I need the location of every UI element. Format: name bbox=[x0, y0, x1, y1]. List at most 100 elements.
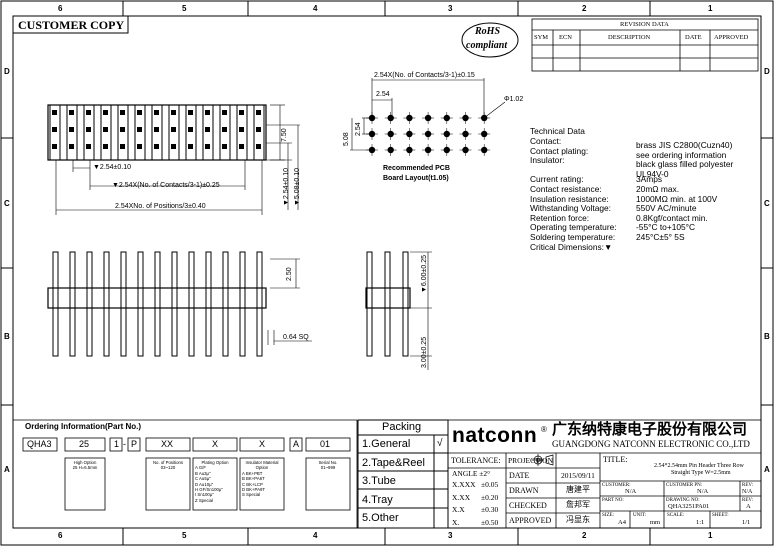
pin-square bbox=[86, 110, 91, 115]
order-note-line: Plating Option bbox=[201, 460, 229, 465]
pcb-holes bbox=[366, 112, 491, 156]
zone-bottom-4: 4 bbox=[313, 531, 318, 540]
dim-side-508: ▼5.08±0.10 bbox=[294, 167, 301, 206]
rev-col-date: DATE bbox=[685, 34, 702, 41]
dim-side-254: ▼2.54±0.10 bbox=[283, 167, 290, 206]
dim-row-a: 2.54 bbox=[355, 122, 362, 136]
pin-square bbox=[137, 110, 142, 115]
pcb-hole bbox=[403, 128, 416, 140]
tech-value: -55°C to+105°C bbox=[636, 222, 696, 233]
order-note-line: A G/F bbox=[195, 465, 206, 471]
zone-top-4: 4 bbox=[313, 4, 318, 13]
pcb-hole bbox=[422, 128, 435, 140]
order-note-line: C BK+LCP bbox=[242, 481, 263, 487]
customer-pn-label: CUSTOMER PN: bbox=[666, 483, 703, 488]
rev-col-ecn: ECN bbox=[559, 34, 572, 41]
pin-square bbox=[154, 110, 159, 115]
pin-square bbox=[69, 110, 74, 115]
pcb-caption-2: Board Layout(t1.05) bbox=[383, 175, 449, 182]
dim-front-contacts: ▼2.54X(No. of Contacts/3-1)±0.25 bbox=[112, 182, 220, 189]
pin-square bbox=[103, 110, 108, 115]
company-brand: natconn bbox=[452, 424, 538, 447]
tech-label: Retention force: bbox=[530, 212, 590, 223]
order-code-plating: X bbox=[212, 439, 219, 449]
pcb-hole bbox=[459, 112, 472, 124]
header-top-view bbox=[47, 104, 267, 161]
title-line-1: 2.54*2.54mm Pin Header Three Row bbox=[654, 463, 744, 469]
zone-bottom-5: 5 bbox=[182, 531, 187, 540]
pin bbox=[137, 251, 144, 357]
pin-square bbox=[120, 110, 125, 115]
tech-label: Operating temperature: bbox=[530, 222, 617, 233]
tech-value: 3Amps bbox=[636, 174, 663, 185]
drawn-value: 唐建平 bbox=[566, 485, 590, 494]
tolerance-value: ±0.20 bbox=[481, 492, 499, 502]
rev-label-1: REV: bbox=[742, 483, 754, 488]
pin-square bbox=[239, 110, 244, 115]
pin-square bbox=[52, 127, 57, 132]
tech-label: Contact resistance: bbox=[530, 184, 602, 194]
zone-right-c: C bbox=[764, 199, 770, 208]
order-code-series: QHA3 bbox=[27, 439, 52, 449]
order-code-insulator: X bbox=[259, 439, 266, 449]
pin bbox=[52, 251, 59, 357]
order-note-line: 03~120 bbox=[160, 465, 176, 471]
pcb-hole bbox=[422, 144, 435, 156]
tech-value: see ordering information bbox=[636, 149, 727, 160]
order-code-row: 1 bbox=[114, 439, 120, 449]
pcb-hole bbox=[459, 144, 472, 156]
pin-square bbox=[256, 110, 261, 115]
pin-square bbox=[188, 127, 193, 132]
side-view bbox=[365, 251, 411, 357]
zone-top-3: 3 bbox=[448, 4, 453, 13]
rohs-stamp bbox=[461, 22, 519, 58]
pin-square bbox=[256, 144, 261, 149]
tech-label: Critical Dimensions:▼ bbox=[530, 241, 613, 252]
packing-option: 5.Other bbox=[362, 512, 399, 524]
tech-value: UL94V-0 bbox=[636, 168, 669, 179]
order-note-line: Z Special bbox=[195, 497, 213, 503]
pin-square bbox=[86, 127, 91, 132]
tech-title: Technical Data bbox=[530, 126, 585, 136]
ordering-boxes bbox=[22, 437, 351, 511]
pin bbox=[171, 251, 178, 357]
pcb-caption-1: Recommended PCB bbox=[383, 165, 450, 172]
dim-pin-600: ▼6.00±0.25 bbox=[421, 254, 428, 293]
revision-table bbox=[531, 18, 759, 72]
pin-square bbox=[188, 144, 193, 149]
pcb-hole bbox=[422, 112, 435, 124]
order-note-line: Serial No. bbox=[318, 460, 338, 465]
pin-square bbox=[239, 144, 244, 149]
order-sep: - bbox=[123, 439, 126, 449]
zone-top-2: 2 bbox=[582, 4, 587, 13]
rev-col-sym: SYM bbox=[534, 34, 549, 41]
rohs-compliant-label: compliant bbox=[466, 40, 508, 51]
customer-value: N/A bbox=[625, 488, 637, 495]
date-value: 2015/09/11 bbox=[561, 471, 595, 480]
zone-right-a: A bbox=[764, 465, 770, 474]
pin bbox=[120, 251, 127, 357]
approved-label: APPROVED bbox=[509, 516, 552, 525]
tech-label: Contact: bbox=[530, 136, 562, 146]
tolerance-key: X. bbox=[452, 517, 460, 527]
zone-top-6: 6 bbox=[58, 4, 63, 13]
tolerance-value: ±0.30 bbox=[481, 505, 499, 514]
order-note-line: S Special bbox=[242, 492, 261, 498]
pin bbox=[69, 251, 76, 357]
dim-contacts-width: 2.54X(No. of Contacts/3-1)±0.15 bbox=[374, 72, 475, 79]
tech-label: Current rating: bbox=[530, 174, 584, 185]
order-note-line: C Au5μ" bbox=[195, 476, 211, 482]
approved-value: 冯显东 bbox=[566, 515, 590, 524]
zone-top-1: 1 bbox=[708, 4, 713, 13]
pin-square bbox=[137, 127, 142, 132]
order-note-line: B BK+PA6T bbox=[242, 476, 265, 482]
revision-title: REVISION DATA bbox=[620, 21, 669, 28]
checked-label: CHECKED bbox=[509, 501, 547, 510]
customer-copy-box bbox=[12, 15, 129, 34]
pin bbox=[103, 251, 110, 357]
zone-bottom-2: 2 bbox=[582, 531, 587, 540]
dim-pin-250: 2.50 bbox=[286, 267, 293, 281]
zone-bottom-1: 1 bbox=[708, 531, 713, 540]
rohs-label: RoHS bbox=[475, 26, 501, 37]
